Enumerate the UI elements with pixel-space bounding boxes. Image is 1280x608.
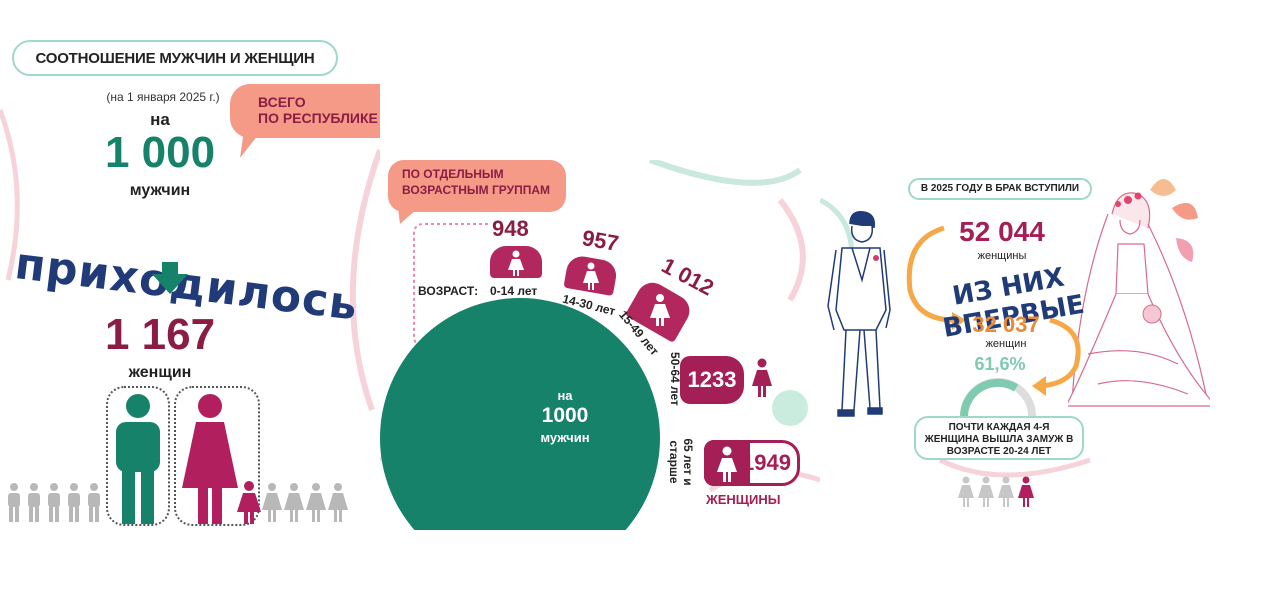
women-value: 1 167 — [104, 310, 216, 359]
panel-marriages: В 2025 ГОДУ В БРАК ВСТУПИЛИ — [820, 160, 1210, 510]
women-caption: ЖЕНЩИНЫ — [706, 492, 781, 507]
age-50-64-value: 1233 — [680, 356, 744, 404]
age-20-24-note: ПОЧТИ КАЖДАЯ 4-Я ЖЕНЩИНА ВЫШЛА ЗАМУЖ В В… — [914, 416, 1084, 460]
panel-age-groups: ПО ОТДЕЛЬНЫМ ВОЗРАСТНЫМ ГРУППАМ на 1000 … — [380, 160, 820, 530]
female-frame — [174, 386, 260, 526]
section-title: СООТНОШЕНИЕ МУЖЧИН И ЖЕНЩИН — [12, 40, 338, 76]
age-groups-bubble: ПО ОТДЕЛЬНЫМ ВОЗРАСТНЫМ ГРУППАМ — [388, 160, 566, 212]
first-marriage-value: 32 037 — [972, 312, 1040, 337]
first-marriage-label: женщин — [985, 338, 1027, 350]
bubble2-line-1: ПО ОТДЕЛЬНЫМ — [402, 167, 504, 181]
male-figure-icon — [116, 394, 160, 524]
down-arrow-icon — [152, 262, 188, 294]
age-14-30-female-icon — [583, 262, 599, 290]
bottom-women-row — [958, 476, 1034, 507]
marriage-header: В 2025 ГОДУ В БРАК ВСТУПИЛИ — [908, 178, 1092, 200]
grey-people-row-right — [262, 483, 348, 522]
bride-illustration — [1068, 192, 1210, 407]
panel1-background-decor — [0, 109, 380, 411]
female-figure-icon — [182, 394, 238, 524]
circle-per: на — [557, 388, 573, 403]
age-65-label: 65 лет и старше — [667, 438, 695, 486]
panel3-background-decor — [820, 179, 1198, 478]
bubble2-line-2: ВОЗРАСТНЫМ ГРУППАМ — [402, 183, 551, 197]
circle-label: мужчин — [540, 430, 590, 445]
men-value: 1 000 — [104, 128, 216, 177]
bubble-line-2: ПО РЕСПУБЛИКЕ — [258, 110, 378, 126]
age-50-64-female-icon — [752, 358, 772, 397]
total-women-label: женщины — [977, 250, 1027, 262]
republic-bubble: ВСЕГО ПО РЕСПУБЛИКЕ — [230, 84, 380, 138]
age-65-value: 1949 — [742, 450, 791, 475]
age-65-female-icon — [717, 446, 737, 482]
bubble-line-1: ВСЕГО — [258, 94, 306, 110]
flow-arrows — [906, 225, 1081, 396]
first-marriage-percent: 61,6% — [974, 354, 1026, 374]
age-15-49-female-icon — [650, 294, 670, 326]
grey-people-row-left — [8, 483, 100, 522]
women-label: женщин — [128, 364, 192, 381]
bubble-tail-icon — [240, 130, 262, 158]
girl-figure-icon — [237, 481, 261, 524]
men-label: мужчин — [129, 182, 191, 199]
panel-ratio-republic: СООТНОШЕНИЕ МУЖЧИН И ЖЕНЩИН (на 1 января… — [0, 30, 380, 530]
age-prefix: ВОЗРАСТ: — [418, 284, 479, 298]
age-0-14-label: 0-14 лет — [490, 284, 538, 298]
date-note: (на 1 января 2025 г.) — [106, 90, 220, 104]
men-circle — [380, 298, 660, 530]
age-0-14-female-icon — [508, 250, 524, 276]
age-0-14-value: 948 — [492, 216, 529, 241]
circle-value: 1000 — [541, 404, 589, 427]
groom-illustration — [827, 211, 891, 417]
per-label: на — [150, 110, 170, 129]
bubble2-tail-icon — [398, 208, 418, 224]
total-women-value: 52 044 — [959, 216, 1045, 247]
percent-ring-icon — [960, 378, 1036, 417]
male-frame — [106, 386, 170, 526]
